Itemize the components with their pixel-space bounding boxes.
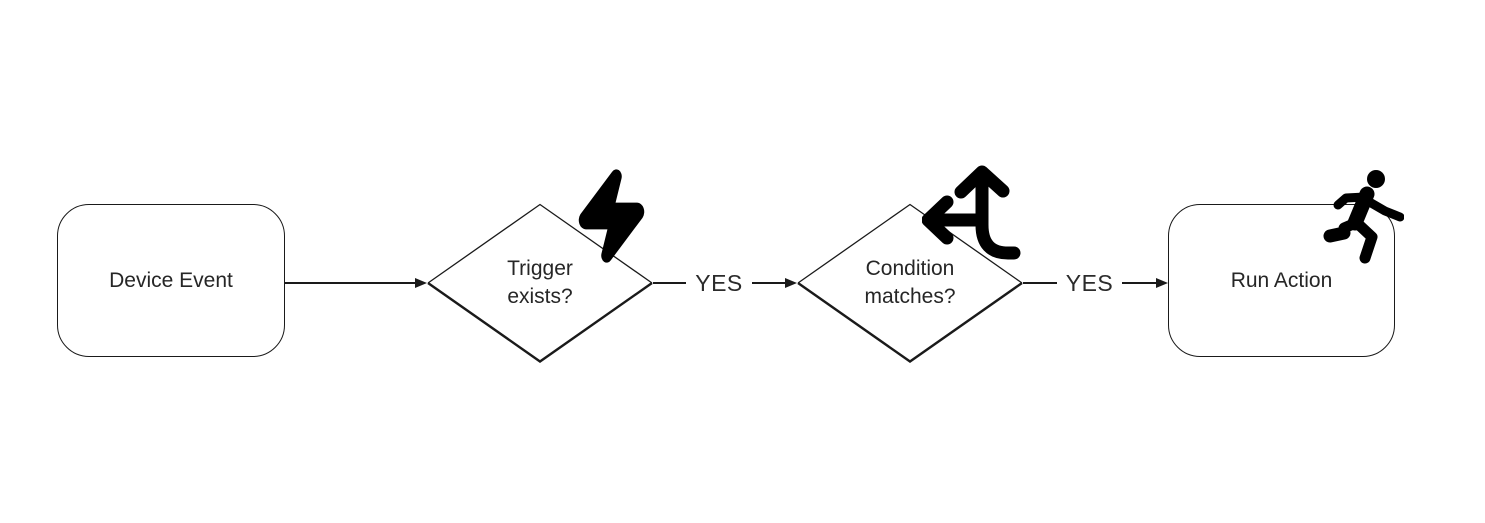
- arrowhead-icon: [415, 278, 427, 288]
- node-condition-matches-label: Condition matches?: [864, 256, 956, 308]
- node-trigger-exists: Trigger exists?: [427, 203, 653, 363]
- connector-line: [751, 282, 785, 284]
- connector-device-event-to-trigger: [285, 268, 427, 298]
- lightning-bolt-icon: [578, 169, 645, 263]
- connector-line: [1023, 282, 1057, 284]
- node-condition-matches: Condition matches?: [797, 203, 1023, 363]
- node-trigger-exists-label: Trigger exists?: [507, 256, 573, 308]
- split-arrows-icon: [922, 165, 1021, 260]
- connector-trigger-to-condition: YES: [653, 268, 797, 298]
- connector-yes-label: YES: [1065, 269, 1114, 296]
- connector-line: [1122, 282, 1156, 284]
- arrowhead-icon: [785, 278, 797, 288]
- person-running-icon: [1323, 170, 1404, 264]
- connector-line: [653, 282, 687, 284]
- connector-line: [285, 282, 415, 284]
- connector-yes-label: YES: [695, 269, 743, 296]
- node-run-action-label: Run Action: [1230, 268, 1333, 292]
- node-device-event-label: Device Event: [109, 268, 233, 292]
- node-device-event: Device Event: [57, 204, 285, 357]
- diamond-shape: [427, 203, 653, 363]
- connector-condition-to-run-action: YES: [1023, 268, 1168, 298]
- diamond-shape: [797, 203, 1023, 363]
- arrowhead-icon: [1156, 278, 1168, 288]
